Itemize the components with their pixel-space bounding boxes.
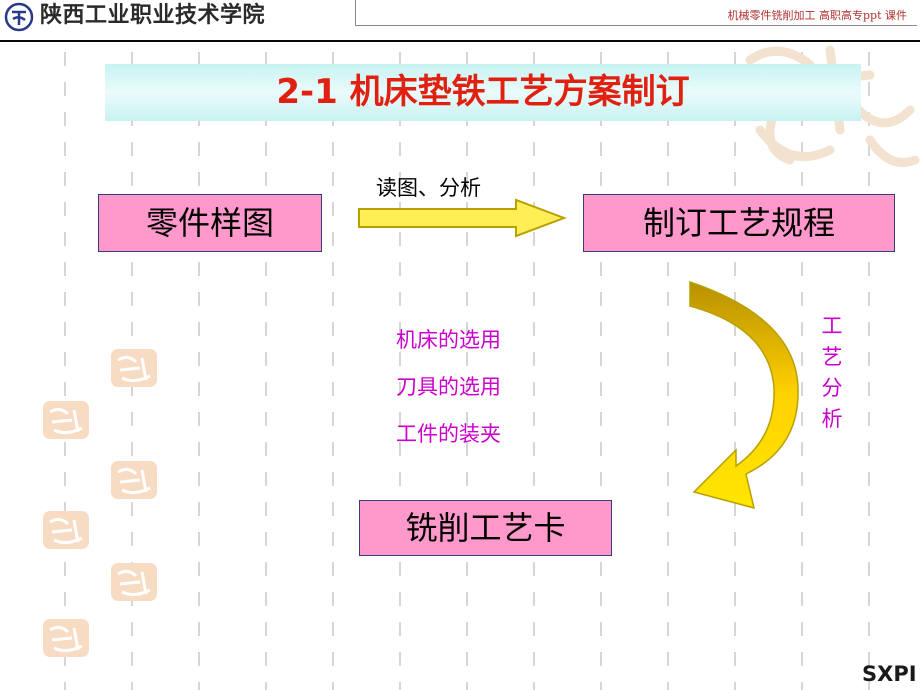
arrow-label: 读图、分析 <box>376 176 481 200</box>
seal-decoration-icon <box>43 401 89 439</box>
school-name: 陕西工业职业技术学院 <box>40 3 266 28</box>
process-plan-box: 制订工艺规程 <box>583 194 895 252</box>
header-course-box: 机械零件铣削加工 高职高专ppt 课件 <box>355 0 917 26</box>
right-arrow-icon <box>358 198 567 238</box>
seal-decoration-icon <box>111 563 157 601</box>
process-analysis-char: 艺 <box>821 345 843 369</box>
process-analysis-char: 分 <box>821 376 843 400</box>
curved-arrow-icon <box>689 280 799 510</box>
machine-selection-item: 机床的选用 <box>396 328 501 352</box>
seal-decoration-icon <box>43 511 89 549</box>
process-analysis-char: 析 <box>821 407 843 431</box>
header-divider <box>0 40 920 42</box>
workpiece-clamping-item: 工件的装夹 <box>396 422 501 446</box>
part-drawing-box: 零件样图 <box>98 194 322 252</box>
school-logo-icon <box>4 2 34 32</box>
course-label: 机械零件铣削加工 高职高专ppt 课件 <box>727 9 908 22</box>
seal-decoration-icon <box>111 461 157 499</box>
process-analysis-label: 工 艺 分 析 <box>820 311 844 435</box>
slide-title: 2-1 机床垫铁工艺方案制订 <box>276 72 690 112</box>
brand-logo: SXPI <box>862 662 917 686</box>
seal-decoration-icon <box>43 619 89 657</box>
milling-process-card-box: 铣削工艺卡 <box>359 500 612 556</box>
seal-decoration-icon <box>111 349 157 387</box>
tool-selection-item: 刀具的选用 <box>396 375 501 399</box>
process-analysis-char: 工 <box>821 314 843 338</box>
title-banner <box>105 64 861 121</box>
